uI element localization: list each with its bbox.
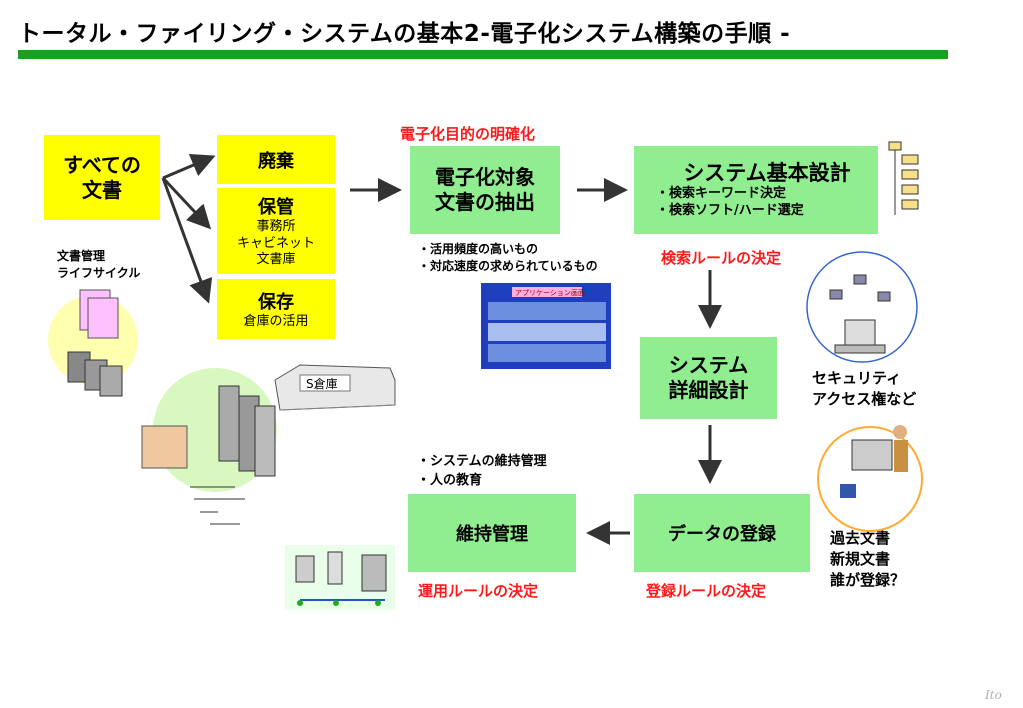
- search-rule-label: 検索ルールの決定: [661, 249, 782, 267]
- storage-line-cabinet: キャビネット: [236, 235, 315, 251]
- extract-box: 電子化対象 文書の抽出: [410, 146, 560, 234]
- registration-box: データの登録: [634, 494, 810, 572]
- detail-design-line-1: システム: [668, 353, 749, 377]
- page-title: トータル・ファイリング・システムの基本2-電子化システム構築の手順 -: [18, 21, 791, 47]
- registration-targets-note: 過去文書 新規文書 誰が登録？: [830, 528, 905, 591]
- registration-target-who: 誰が登録？: [830, 571, 906, 589]
- registration-target-new: 新規文書: [830, 550, 891, 568]
- registration-illustration: [817, 425, 923, 532]
- lifecycle-line-1: 文書管理: [57, 249, 106, 263]
- security-line-2: アクセス権など: [812, 390, 917, 408]
- storage-title: 保管: [258, 196, 294, 218]
- basic-design-software: ・検索ソフト/ハード選定: [656, 203, 804, 219]
- disposal-box: 廃棄: [217, 135, 335, 184]
- warehouse-illustration: S倉庫: [274, 364, 396, 411]
- lifecycle-note: 文書管理 ライフサイクル: [57, 248, 140, 283]
- all-documents-line-2: 文書: [82, 177, 122, 202]
- security-line-1: セキュリティ: [812, 369, 902, 387]
- arrow-to-archive: [161, 177, 213, 304]
- all-documents-box: すべての 文書: [44, 135, 160, 220]
- maintenance-box: 維持管理: [408, 494, 576, 572]
- detail-design-line-2: 詳細設計: [668, 378, 749, 402]
- security-note: セキュリティ アクセス権など: [812, 368, 916, 410]
- title-underline: [18, 50, 948, 59]
- extract-criteria-2: ・対応速度の求められているもの: [418, 259, 598, 274]
- purpose-label: 電子化目的の明確化: [400, 125, 536, 143]
- extract-criteria-1: ・活用頻度の高いもの: [418, 242, 539, 256]
- footer-signature: Ito: [985, 688, 1002, 702]
- arrow-to-disposal: [162, 154, 216, 180]
- maintenance-item-2: ・人の教育: [417, 472, 483, 488]
- extract-line-2: 文書の抽出: [435, 190, 535, 214]
- cabinet-illustration: [141, 368, 277, 525]
- app-screen-illustration: アプリケーション画面: [481, 283, 611, 369]
- registration-label: データの登録: [668, 524, 776, 545]
- storage-line-office: 事務所: [256, 218, 296, 234]
- arrow-to-storage: [161, 176, 212, 230]
- extract-line-1: 電子化対象: [435, 165, 535, 189]
- disposal-label: 廃棄: [258, 150, 294, 172]
- archive-box: 保存 倉庫の活用: [217, 279, 335, 339]
- folder-stack-icon: [888, 141, 919, 215]
- maintenance-item-1: ・システムの維持管理: [417, 454, 547, 469]
- storage-line-archive-room: 文書庫: [256, 252, 296, 268]
- maintenance-label: 維持管理: [456, 524, 528, 545]
- network-illustration: [806, 251, 918, 363]
- all-documents-line-1: すべての: [63, 152, 141, 177]
- registration-target-past: 過去文書: [830, 529, 891, 547]
- storage-box: 保管 事務所 キャビネット 文書庫: [217, 188, 335, 274]
- maintenance-illustration: [285, 545, 395, 610]
- extract-criteria-note: ・活用頻度の高いもの ・対応速度の求められているもの: [418, 241, 598, 276]
- lifecycle-illustration: [48, 289, 138, 397]
- basic-design-keyword: ・検索キーワード決定: [656, 186, 787, 202]
- warehouse-sign: S倉庫: [306, 376, 338, 391]
- basic-design-title: システム基本設計: [683, 160, 851, 185]
- maintenance-items-note: ・システムの維持管理 ・人の教育: [417, 453, 547, 491]
- basic-design-box: システム基本設計 ・検索キーワード決定 ・検索ソフト/ハード選定: [634, 146, 878, 234]
- detail-design-box: システム 詳細設計: [640, 337, 777, 419]
- archive-title: 保存: [258, 291, 294, 313]
- archive-line: 倉庫の活用: [243, 313, 309, 329]
- registration-rule-label: 登録ルールの決定: [646, 582, 767, 600]
- app-screen-banner: アプリケーション画面: [515, 289, 585, 297]
- operation-rule-label: 運用ルールの決定: [418, 582, 539, 600]
- lifecycle-line-2: ライフサイクル: [57, 266, 141, 281]
